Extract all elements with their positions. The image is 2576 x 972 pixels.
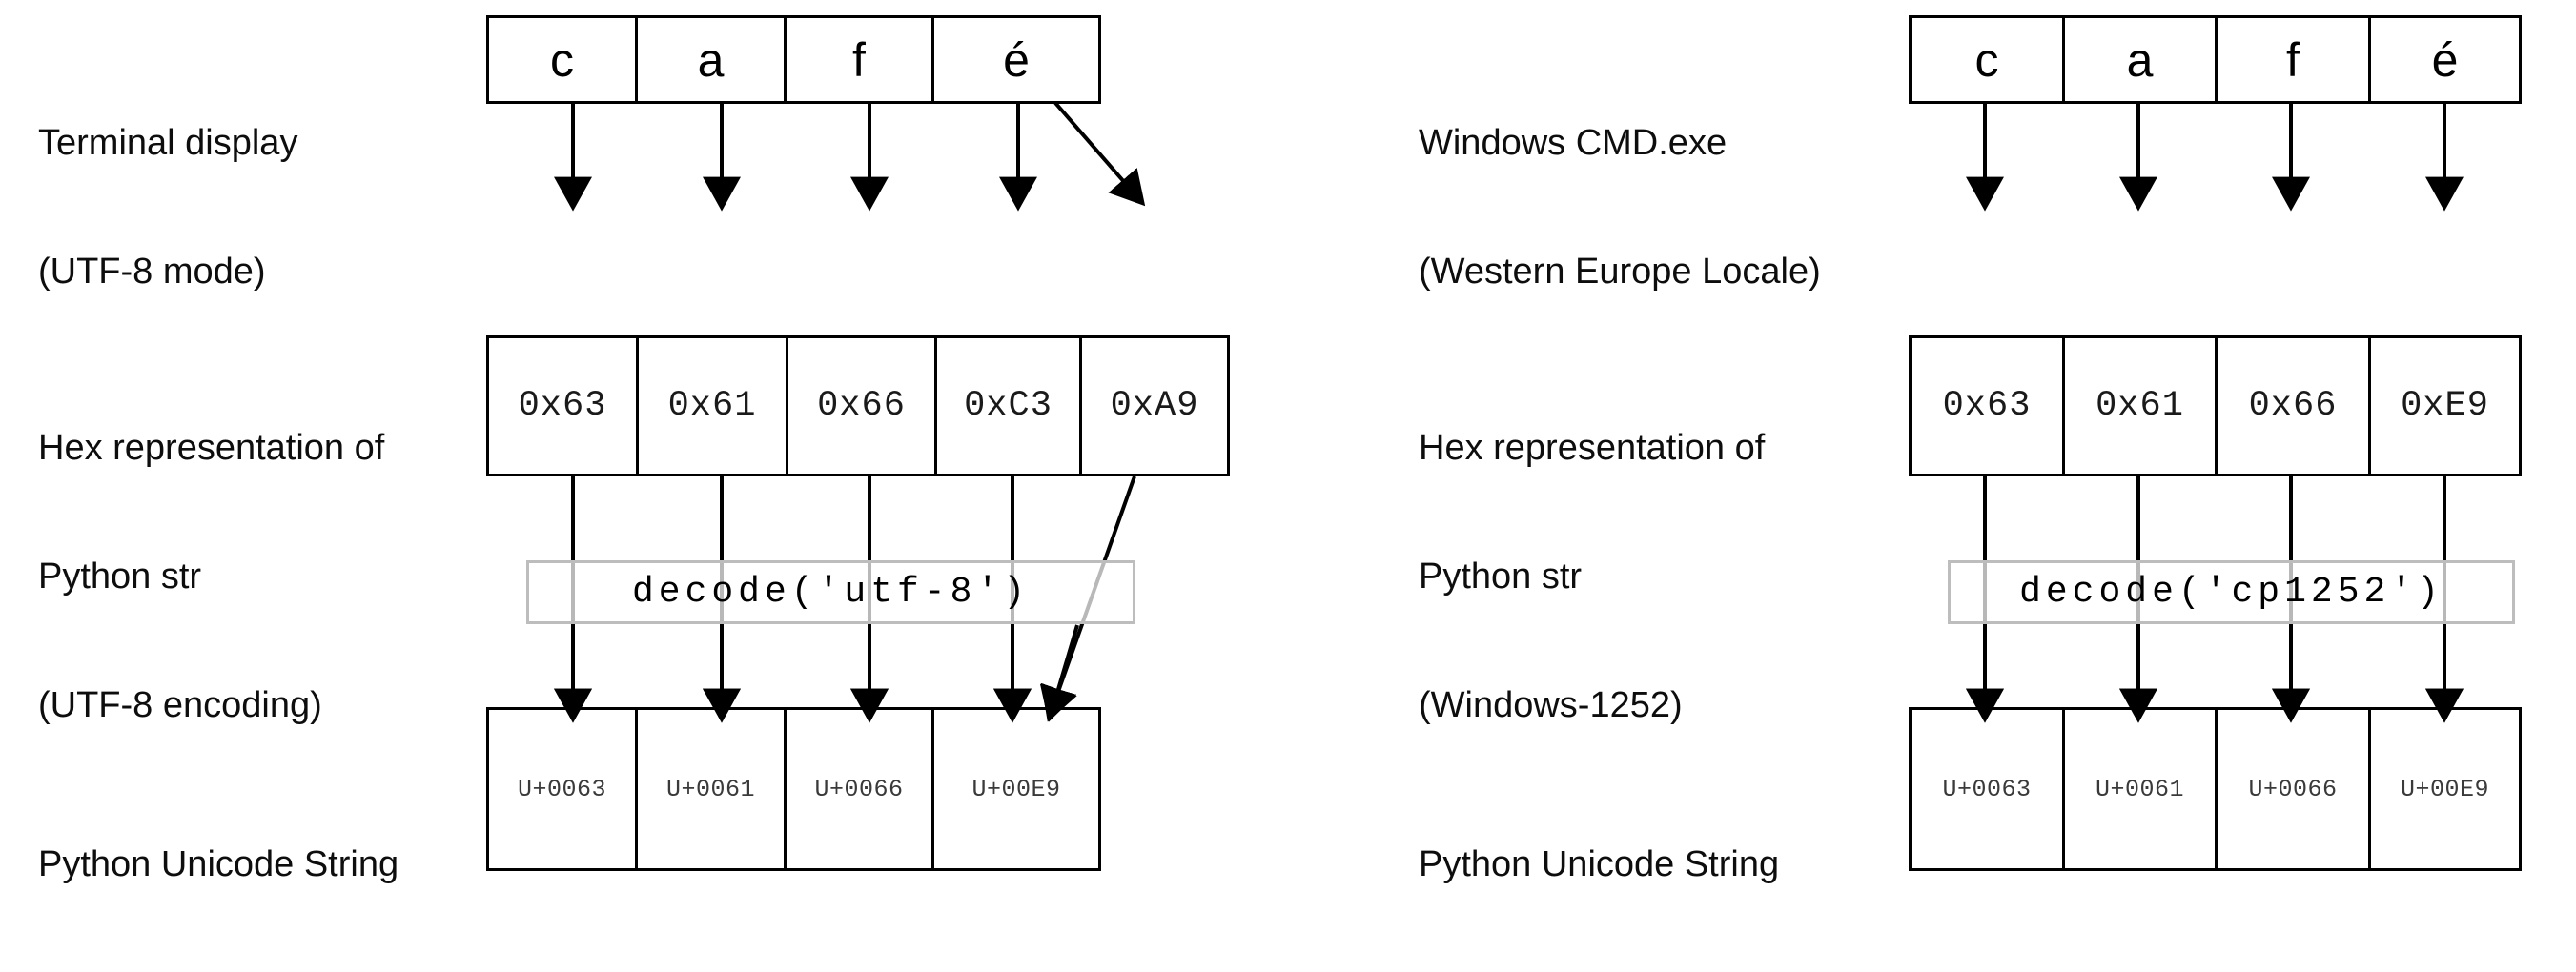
display-char: c (1974, 32, 1999, 87)
hex-value: 0x66 (817, 385, 906, 426)
display-char: f (2286, 32, 2300, 87)
left-display-to-hex-arrows (554, 101, 1146, 212)
hex-value: 0x66 (2248, 385, 2338, 426)
unicode-cell[interactable]: U+00E9 (931, 707, 1101, 871)
decode-call-text: decode('cp1252') (2019, 572, 2443, 613)
diagram-canvas: Terminal display (UTF-8 mode) c a f é He… (38, 15, 2522, 884)
hex-value: 0x63 (1942, 385, 2032, 426)
right-hex-label-line-3: (Windows-1252) (1419, 685, 1683, 725)
left-terminal-display-label: Terminal display (UTF-8 mode) (38, 36, 448, 379)
right-decode-call-box[interactable]: decode('cp1252') (1948, 560, 2515, 624)
unicode-codepoint: U+00E9 (971, 775, 1061, 803)
display-char: é (1003, 32, 1030, 87)
hex-value: 0xC3 (964, 385, 1053, 426)
left-hex-bytes-row: 0x63 0x61 0x66 0xC3 0xA9 (486, 335, 1230, 476)
decode-call-text: decode('utf-8') (631, 572, 1031, 613)
left-hex-representation-label: Hex representation of Python str (UTF-8 … (38, 341, 458, 813)
unicode-cell[interactable]: U+0061 (635, 707, 784, 871)
unicode-cell[interactable]: U+0066 (784, 707, 931, 871)
right-display-to-hex-arrows (1966, 103, 2464, 212)
left-python-unicode-string-label: Python Unicode String (38, 758, 486, 972)
right-hex-bytes-row: 0x63 0x61 0x66 0xE9 (1909, 335, 2522, 476)
hex-value: 0xE9 (2401, 385, 2489, 426)
right-cmd-display-label: Windows CMD.exe (Western Europe Locale) (1419, 36, 1905, 379)
unicode-codepoint: U+0066 (2248, 775, 2338, 803)
left-terminal-display-row: c a f é (486, 15, 1101, 104)
left-hex-label-line-1: Hex representation of (38, 428, 385, 468)
display-char: é (2431, 32, 2459, 87)
unicode-codepoint: U+00E9 (2400, 775, 2489, 803)
hex-cell[interactable]: 0x63 (1909, 335, 2062, 476)
left-label-line-1: Terminal display (38, 123, 298, 163)
hex-cell[interactable]: 0x61 (636, 335, 786, 476)
display-cell[interactable]: f (784, 15, 931, 104)
unicode-codepoint: U+0063 (517, 775, 606, 803)
right-hex-label-line-1: Hex representation of (1419, 428, 1766, 468)
left-decode-call-box[interactable]: decode('utf-8') (526, 560, 1135, 624)
display-cell[interactable]: c (486, 15, 635, 104)
display-char: a (697, 32, 725, 87)
hex-cell[interactable]: 0xE9 (2368, 335, 2522, 476)
display-cell[interactable]: a (635, 15, 784, 104)
right-label-line-1: Windows CMD.exe (1419, 123, 1728, 163)
right-cmd-display-row: c a f é (1909, 15, 2522, 104)
unicode-codepoint: U+0061 (2095, 775, 2184, 803)
display-cell[interactable]: é (931, 15, 1101, 104)
unicode-codepoint: U+0061 (665, 775, 755, 803)
unicode-codepoint: U+0063 (1942, 775, 2032, 803)
hex-value: 0x61 (2096, 385, 2184, 426)
left-hex-label-line-3: (UTF-8 encoding) (38, 685, 322, 725)
hex-cell[interactable]: 0x66 (786, 335, 934, 476)
hex-cell[interactable]: 0x66 (2215, 335, 2368, 476)
right-label-line-2: (Western Europe Locale) (1419, 252, 1821, 292)
right-hex-representation-label: Hex representation of Python str (Window… (1419, 341, 1867, 813)
right-hex-label-line-2: Python str (1419, 557, 1583, 597)
unicode-cell[interactable]: U+0063 (486, 707, 635, 871)
hex-value: 0xA9 (1110, 385, 1199, 426)
hex-cell[interactable]: 0x61 (2062, 335, 2215, 476)
left-unicode-codepoints-row: U+0063 U+0061 U+0066 U+00E9 (486, 707, 1101, 871)
arrow-overlay-layer (554, 624, 2464, 723)
display-char: c (550, 32, 574, 87)
left-unicode-label-line-1: Python Unicode String (38, 844, 399, 884)
hex-cell[interactable]: 0x63 (486, 335, 636, 476)
hex-value: 0x63 (518, 385, 607, 426)
hex-cell[interactable]: 0xA9 (1079, 335, 1230, 476)
display-cell[interactable]: c (1909, 15, 2062, 104)
display-cell[interactable]: a (2062, 15, 2215, 104)
display-char: f (852, 32, 866, 87)
unicode-cell[interactable]: U+00E9 (2368, 707, 2522, 871)
display-cell[interactable]: é (2368, 15, 2522, 104)
right-python-unicode-string-label: Python Unicode String (1419, 758, 1867, 972)
right-unicode-label-line-1: Python Unicode String (1419, 844, 1780, 884)
display-char: a (2126, 32, 2154, 87)
left-hex-label-line-2: Python str (38, 557, 202, 597)
unicode-codepoint: U+0066 (814, 775, 904, 803)
hex-cell[interactable]: 0xC3 (934, 335, 1079, 476)
display-cell[interactable]: f (2215, 15, 2368, 104)
hex-value: 0x61 (667, 385, 757, 426)
left-label-line-2: (UTF-8 mode) (38, 252, 266, 292)
